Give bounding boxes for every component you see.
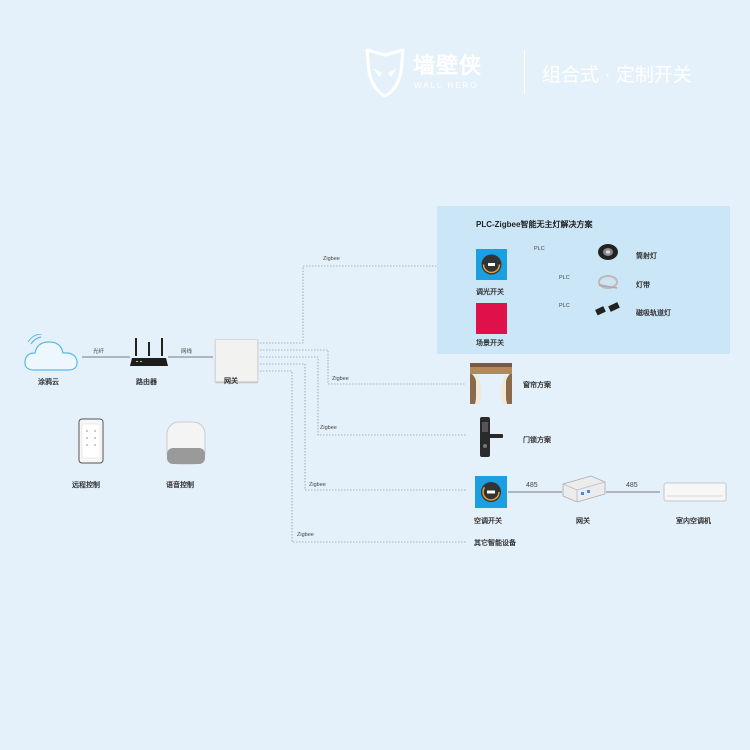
ac-indoor-label: 室内空调机 [676, 518, 711, 525]
edge-label-zigbee-lock: Zigbee [320, 425, 337, 431]
edge-label-485-a: 485 [526, 482, 538, 489]
cloud-label: 涂鸦云 [38, 379, 59, 386]
line-zigbee-other [257, 370, 466, 543]
gateway-module-icon [562, 475, 606, 503]
other-devices-label: 其它智能设备 [474, 540, 516, 547]
scene-switch-icon [476, 303, 507, 334]
track-light-icon [595, 302, 620, 316]
edge-label-plc-3: PLC [559, 303, 570, 309]
edge-label-fiber: 光纤 [93, 349, 105, 355]
dimmer-switch-icon [476, 249, 507, 280]
door-lock-icon [480, 417, 503, 457]
alien-head-icon [365, 48, 405, 98]
speaker-icon [166, 421, 206, 465]
gateway-device [215, 339, 258, 382]
brand-name: 墙壁侠 [413, 53, 483, 78]
spotlight-icon [598, 244, 618, 260]
strip-label: 灯带 [636, 282, 650, 289]
router-label: 路由器 [136, 379, 157, 386]
gateway-label: 网关 [224, 378, 238, 385]
router-icon [130, 338, 168, 366]
curtain-icon [470, 363, 512, 404]
cloud-icon [24, 334, 78, 371]
phone-icon [78, 418, 104, 464]
edge-label-485-b: 485 [626, 482, 638, 489]
voice-label: 语音控制 [166, 482, 194, 489]
spotlight-label: 筒射灯 [636, 253, 657, 260]
track-label: 磁吸轨道灯 [636, 310, 671, 317]
edge-label-zigbee-other: Zigbee [297, 532, 314, 538]
edge-label-zigbee-ac: Zigbee [309, 482, 326, 488]
line-zigbee-lock [257, 356, 466, 436]
air-conditioner-icon [663, 482, 727, 502]
line-zigbee-ac [257, 363, 466, 491]
curtain-label: 窗帘方案 [523, 382, 551, 389]
line-zigbee-curtain [257, 349, 466, 385]
panel-title: PLC-Zigbee智能无主灯解决方案 [476, 220, 593, 229]
edge-label-plc-1: PLC [534, 246, 545, 252]
gateway2-label: 网关 [576, 518, 590, 525]
dimmer-label: 调光开关 [476, 289, 504, 296]
line-zigbee-panel [257, 265, 466, 344]
lock-label: 门锁方案 [523, 437, 551, 444]
brand-divider [524, 50, 525, 94]
edge-label-cable: 网线 [181, 349, 193, 355]
remote-label: 远程控制 [72, 482, 100, 489]
edge-label-zigbee-curtain: Zigbee [332, 376, 349, 382]
scene-label: 场景开关 [476, 340, 504, 347]
edge-label-plc-2: PLC [559, 275, 570, 281]
brand-name-en: WALL HERO [414, 81, 479, 90]
ac-switch-icon [475, 476, 507, 508]
light-strip-icon [598, 275, 618, 289]
edge-label-zigbee-panel: Zigbee [323, 256, 340, 262]
ac-switch-label: 空调开关 [474, 518, 502, 525]
brand-tagline: 组合式 · 定制开关 [542, 65, 692, 86]
